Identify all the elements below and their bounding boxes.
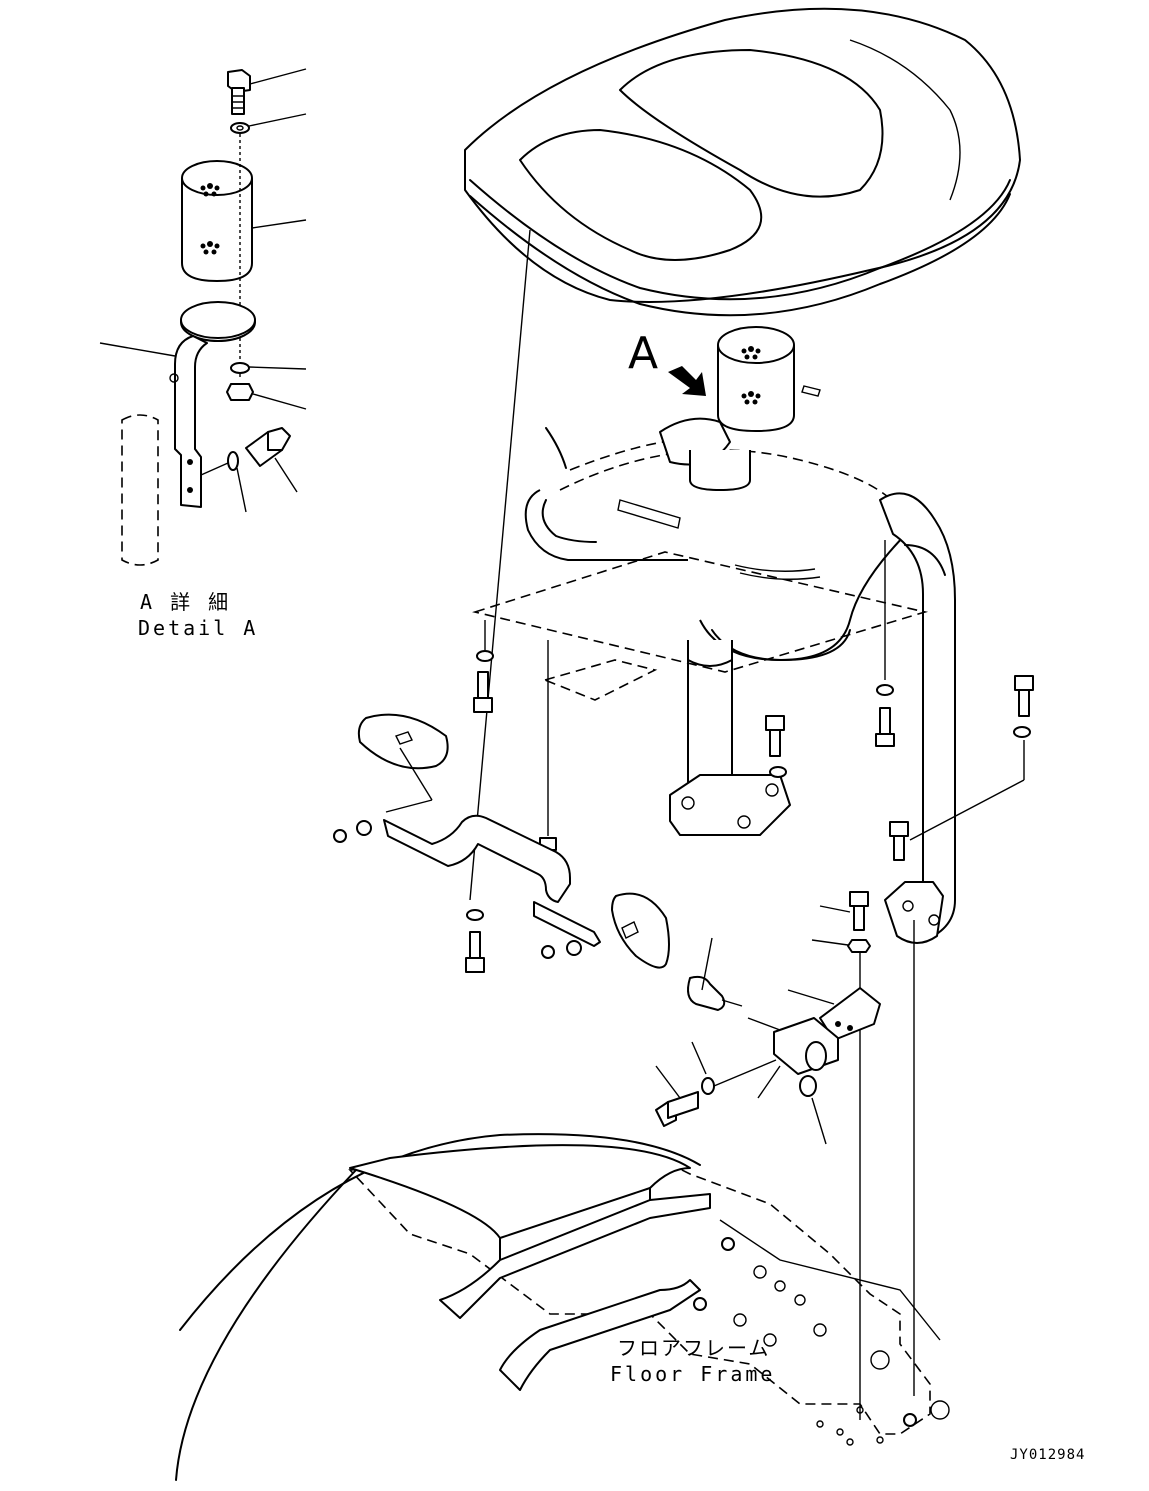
detail-a-label-en: Detail A [138,616,259,640]
washer-icon [230,122,250,134]
view-arrow-icon [668,366,706,396]
housing-block-icon [773,1017,839,1075]
bolt-icon [889,821,909,861]
bolt-icon [465,931,485,973]
mirror-stay-icon [333,814,601,959]
washer-icon [227,451,239,471]
beacon-lamp-icon [717,326,821,432]
view-arrow-letter: A [628,328,659,379]
canopy-frame-icon [472,417,956,944]
washer-icon [466,909,484,921]
washer-icon [701,1077,715,1095]
base-plate-icon [180,301,256,342]
detail-a-assembly [99,68,307,566]
washer-icon [476,650,494,662]
roof-panel-icon [464,7,1021,317]
bolt-icon [245,427,291,467]
bolt-icon [849,891,869,931]
washer-icon [769,766,787,778]
mirror-icon [357,713,449,813]
drawing-code: JY012984 [1010,1447,1086,1463]
nut-icon [847,939,871,953]
floor-frame-label-en: Floor Frame [610,1362,776,1386]
nut-icon [226,383,254,401]
detail-a-label-jp: A 詳 細 [140,590,232,614]
bolt-icon [875,707,895,747]
bolt-icon [1014,675,1034,717]
bolt-icon [473,671,493,713]
mirror-icon [611,892,670,969]
floor-frame-icon [175,1133,950,1481]
floor-frame-label-jp: フロアフレーム [617,1336,771,1360]
bolt-icon [765,715,785,757]
bolt-icon [227,69,251,115]
lamp-bracket-icon [169,335,208,508]
washer-icon [230,362,250,374]
nut-icon [799,1075,817,1097]
washer-icon [1013,726,1031,738]
bolt-icon [655,1091,699,1127]
switch-icon [687,975,743,1011]
washer-icon [876,684,894,696]
beacon-lamp-icon [181,160,253,282]
